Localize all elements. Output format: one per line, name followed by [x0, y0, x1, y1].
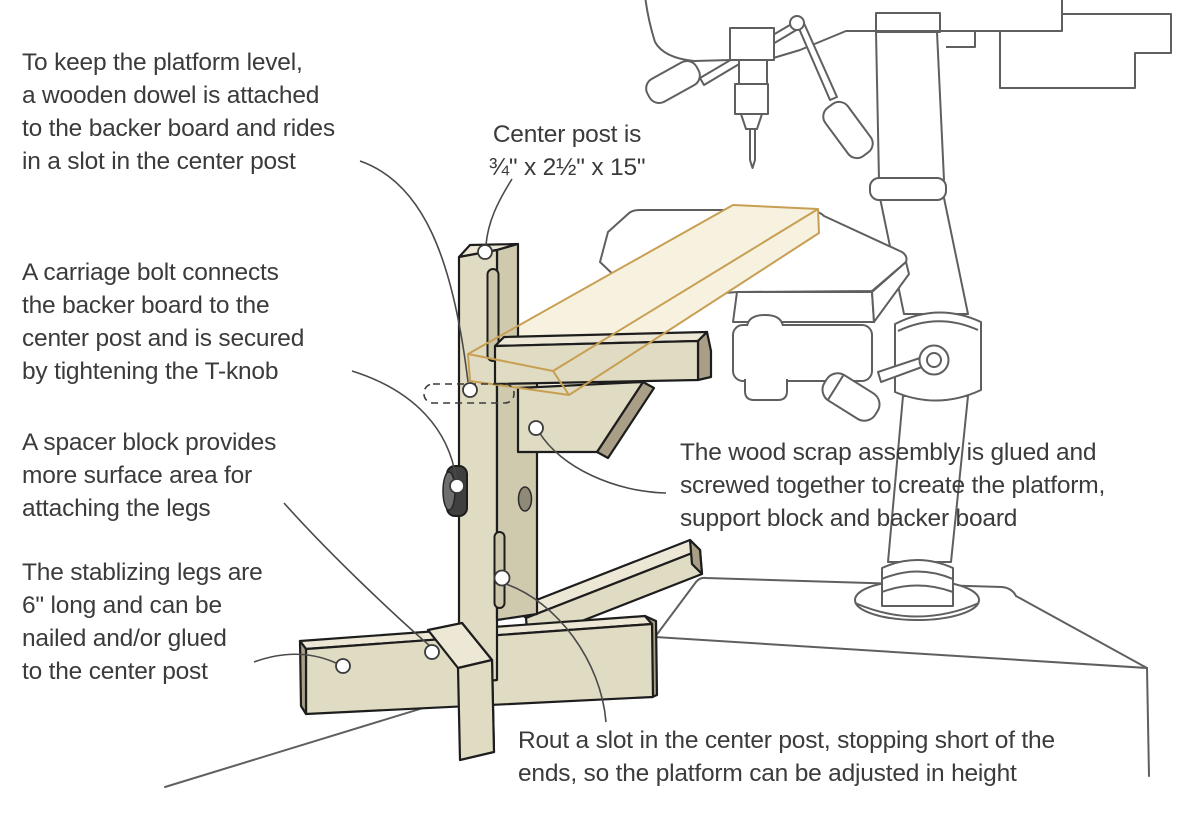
leader-dowel: [359, 160, 469, 383]
leader-slot: [505, 583, 607, 723]
base-boss-rings: [881, 570, 954, 593]
feed-handle-knob-left: [645, 60, 701, 104]
annotation-dowel: To keep the platform level, a wooden dow…: [22, 49, 335, 175]
base-boss: [881, 559, 954, 607]
crank-hub-inner: [926, 352, 942, 368]
leader-dot-bracket: [528, 420, 544, 436]
leader-dot-post-top: [477, 244, 493, 260]
support-bracket: [516, 380, 656, 460]
leader-center-post: [485, 178, 513, 246]
platform-silhouette: [467, 204, 820, 396]
head-bracket-step: [946, 32, 976, 48]
table-bracket-lug-bottom: [744, 379, 788, 401]
workbench: [164, 576, 1150, 788]
backer-board: [493, 330, 713, 386]
annotation-carriage-bolt: A carriage bolt connects the backer boar…: [22, 259, 305, 385]
drill-table-side: [871, 261, 910, 323]
drill-bit: [749, 128, 756, 169]
table-clamp-collar-top-line: [897, 320, 979, 332]
leader-t-knob: [351, 370, 457, 479]
leader-assembly: [538, 431, 667, 494]
motor-housing: [999, 13, 1172, 89]
leader-dot-junction: [424, 644, 440, 660]
leader-dot-dowel: [462, 382, 478, 398]
leader-spacer: [283, 502, 431, 647]
crank-handle: [821, 372, 881, 422]
chuck-taper: [740, 113, 763, 130]
quill: [738, 59, 768, 85]
annotation-stabilizing-legs: The stablizing legs are 6" long and can …: [22, 559, 263, 685]
platform-board: [467, 204, 820, 396]
table-bracket: [732, 324, 873, 382]
chuck-body: [734, 83, 769, 115]
table-bracket-lug-top: [746, 314, 784, 327]
annotation-center-post-size: Center post is ¾" x 2½" x 15": [488, 121, 646, 181]
dowel-pin: [493, 569, 511, 587]
drill-press: [599, 0, 1172, 621]
platform-edges: [467, 208, 819, 396]
column-collar: [869, 177, 947, 201]
base-flange-thickness: [854, 602, 980, 618]
bolt-hole: [517, 486, 533, 512]
feed-handle-knob-right: [822, 100, 874, 160]
stabilizing-leg-back: [514, 538, 704, 644]
bench-front-edge: [164, 636, 1150, 788]
stabilizing-leg-cross: [426, 621, 496, 762]
leader-lines: [253, 160, 667, 723]
feed-handle-hub: [789, 15, 805, 31]
platform-jig: [298, 242, 713, 762]
annotation-wood-scrap: The wood scrap assembly is glued and scr…: [680, 439, 1106, 532]
leader-dot-knob: [449, 478, 465, 494]
leader-legs: [253, 653, 337, 664]
leader-dot-leg: [335, 658, 351, 674]
annotation-rout-slot: Rout a slot in the center post, stopping…: [518, 727, 1055, 787]
annotation-spacer-block: A spacer block provides more surface are…: [22, 429, 277, 522]
chuck-boss: [729, 27, 775, 61]
column-upper: [875, 31, 945, 181]
bench-top-outline: [654, 576, 1148, 669]
